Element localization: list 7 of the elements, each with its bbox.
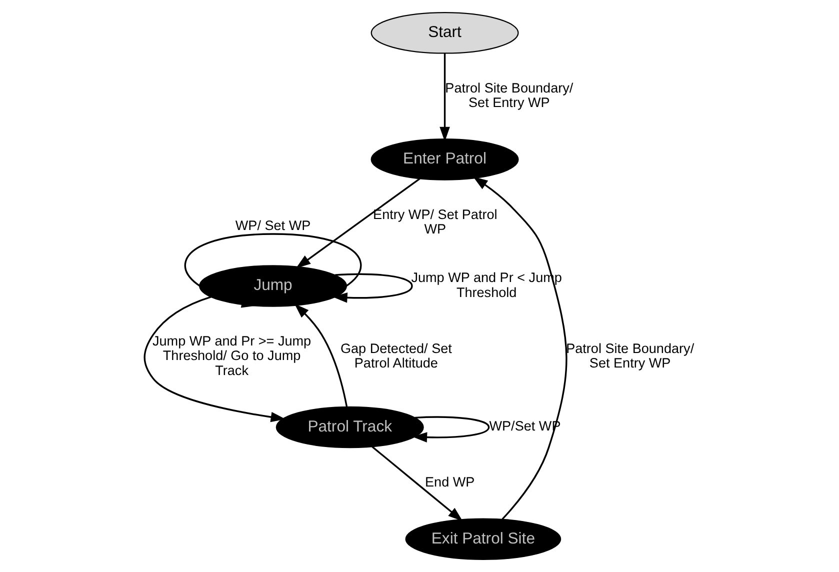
edge-label: Patrol Site Boundary/ Set Entry WP: [445, 80, 574, 110]
edge-label: Gap Detected/ Set Patrol Altitude: [340, 340, 452, 370]
edge-label: Entry WP/ Set Patrol WP: [373, 206, 498, 237]
edge-label: End WP: [425, 474, 475, 490]
edge-label: Jump WP and Pr >= Jump Threshold/ Go to Jump Track: [152, 333, 312, 378]
edge-label: Patrol Site Boundary/ Set Entry WP: [566, 340, 694, 370]
edge-label: WP/ Set WP: [235, 218, 311, 234]
